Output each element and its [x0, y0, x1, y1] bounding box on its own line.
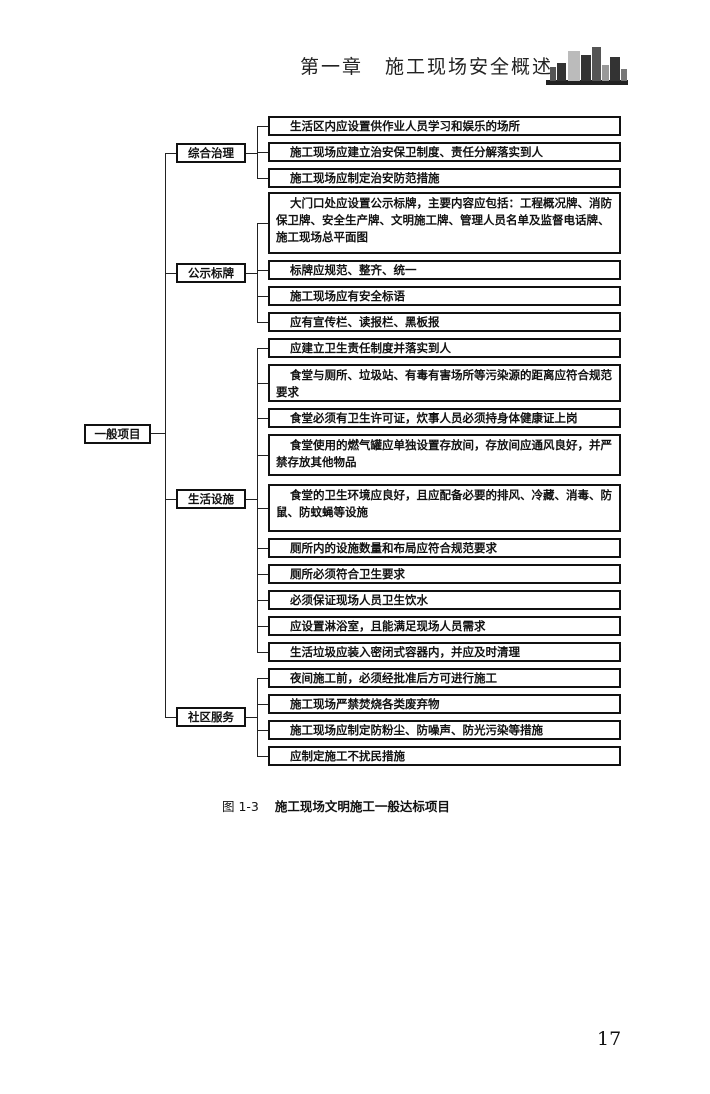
item-connector-line: [257, 322, 268, 323]
item-node: 标牌应规范、整齐、统一: [268, 260, 621, 280]
item-connector-line: [257, 270, 268, 271]
item-node: 必须保证现场人员卫生饮水: [268, 590, 621, 610]
figure-caption: 图 1-3 施工现场文明施工一般达标项目: [222, 796, 450, 815]
item-node: 大门口处应设置公示标牌，主要内容应包括：工程概况牌、消防保卫牌、安全生产牌、文明…: [268, 192, 621, 254]
item-node: 应设置淋浴室，且能满足现场人员需求: [268, 616, 621, 636]
item-connector-line: [257, 626, 268, 627]
root-connector-line: [151, 433, 165, 434]
figure-title: 施工现场文明施工一般达标项目: [274, 799, 450, 814]
item-node: 食堂使用的燃气罐应单独设置存放间，存放间应通风良好，并严禁存放其他物品: [268, 434, 621, 476]
item-connector-line: [257, 756, 268, 757]
branch-vertical-line: [257, 348, 258, 652]
item-node: 施工现场应制定防粉尘、防噪声、防光污染等措施: [268, 720, 621, 740]
branch-vertical-line: [257, 223, 258, 322]
item-node: 施工现场应有安全标语: [268, 286, 621, 306]
item-node: 食堂的卫生环境应良好，且应配备必要的排风、冷藏、消毒、防鼠、防蚊蝇等设施: [268, 484, 621, 532]
branch-vertical-line: [257, 678, 258, 756]
figure-number: 图 1-3: [222, 799, 259, 814]
group-connector-line: [165, 717, 176, 718]
trunk-line: [165, 153, 166, 717]
group-branch-line: [246, 717, 257, 718]
root-node: 一般项目: [84, 424, 151, 444]
group-branch-line: [246, 153, 257, 154]
page-number: 17: [597, 1028, 622, 1050]
group-node: 综合治理: [176, 143, 246, 163]
item-node: 厕所必须符合卫生要求: [268, 564, 621, 584]
item-connector-line: [257, 178, 268, 179]
item-connector-line: [257, 600, 268, 601]
item-connector-line: [257, 455, 268, 456]
city-skyline-icon: [546, 47, 628, 85]
item-node: 食堂必须有卫生许可证，炊事人员必须持身体健康证上岗: [268, 408, 621, 428]
group-node: 生活设施: [176, 489, 246, 509]
item-connector-line: [257, 152, 268, 153]
item-connector-line: [257, 652, 268, 653]
item-node: 应建立卫生责任制度并落实到人: [268, 338, 621, 358]
group-node: 公示标牌: [176, 263, 246, 283]
item-node: 厕所内的设施数量和布局应符合规范要求: [268, 538, 621, 558]
item-node: 夜间施工前，必须经批准后方可进行施工: [268, 668, 621, 688]
item-node: 应有宣传栏、读报栏、黑板报: [268, 312, 621, 332]
item-node: 生活垃圾应装入密闭式容器内，并应及时清理: [268, 642, 621, 662]
item-node: 施工现场应制定治安防范措施: [268, 168, 621, 188]
item-connector-line: [257, 296, 268, 297]
item-connector-line: [257, 704, 268, 705]
item-connector-line: [257, 678, 268, 679]
item-connector-line: [257, 548, 268, 549]
item-connector-line: [257, 418, 268, 419]
item-connector-line: [257, 574, 268, 575]
group-branch-line: [246, 499, 257, 500]
item-node: 生活区内应设置供作业人员学习和娱乐的场所: [268, 116, 621, 136]
item-node: 施工现场应建立治安保卫制度、责任分解落实到人: [268, 142, 621, 162]
group-branch-line: [246, 273, 257, 274]
group-connector-line: [165, 273, 176, 274]
item-connector-line: [257, 383, 268, 384]
item-node: 施工现场严禁焚烧各类废弃物: [268, 694, 621, 714]
item-connector-line: [257, 508, 268, 509]
item-connector-line: [257, 126, 268, 127]
group-node: 社区服务: [176, 707, 246, 727]
chapter-title: 施工现场安全概述: [385, 56, 554, 78]
group-connector-line: [165, 499, 176, 500]
item-node: 食堂与厕所、垃圾站、有毒有害场所等污染源的距离应符合规范要求: [268, 364, 621, 402]
chapter-heading: 第一章施工现场安全概述: [300, 52, 553, 79]
group-connector-line: [165, 153, 176, 154]
item-connector-line: [257, 730, 268, 731]
item-node: 应制定施工不扰民措施: [268, 746, 621, 766]
item-connector-line: [257, 223, 268, 224]
item-connector-line: [257, 348, 268, 349]
chapter-number: 第一章: [300, 56, 364, 78]
